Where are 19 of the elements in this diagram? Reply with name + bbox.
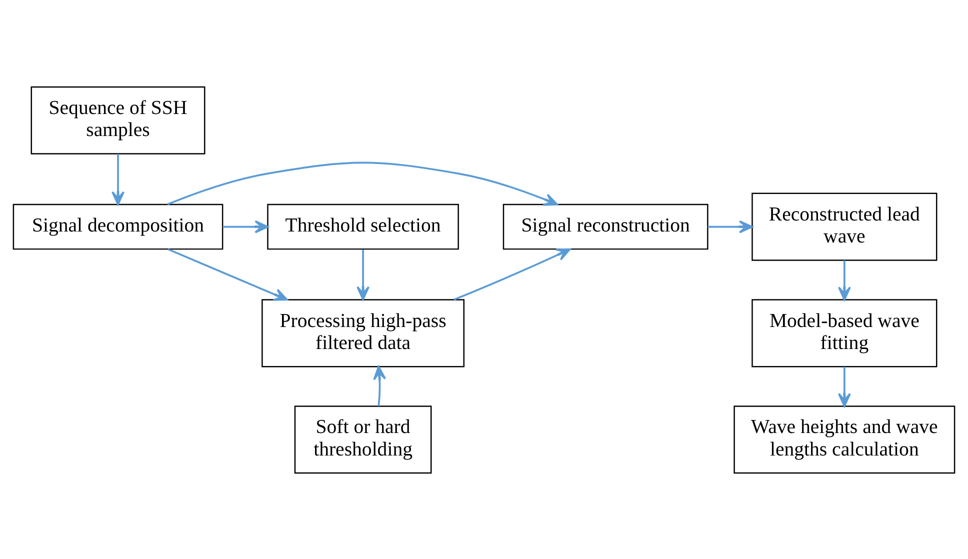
- arrow: [167, 161, 558, 206]
- arrow: [356, 249, 370, 300]
- node-box: Model-based wave fitting: [752, 298, 938, 367]
- node-box: Processing high-pass filtered data: [262, 298, 464, 367]
- arrow: [454, 248, 571, 300]
- node-box: Threshold selection: [267, 203, 459, 250]
- arrow: [838, 260, 851, 300]
- arrow: [838, 366, 851, 407]
- node-box: Wave heights and wave lengths calculation: [734, 405, 956, 474]
- arrow: [373, 365, 386, 406]
- node-box: Signal reconstruction: [502, 203, 708, 250]
- arrow: [168, 248, 288, 300]
- arrow: [708, 220, 753, 233]
- node-box: Reconstructed lead wave: [752, 192, 938, 260]
- node-box: Soft or hard thresholding: [294, 405, 432, 474]
- arrow: [112, 153, 124, 205]
- arrow: [222, 220, 269, 233]
- node-box: Sequence of SSH samples: [30, 86, 206, 154]
- node-box: Signal decomposition: [12, 203, 224, 250]
